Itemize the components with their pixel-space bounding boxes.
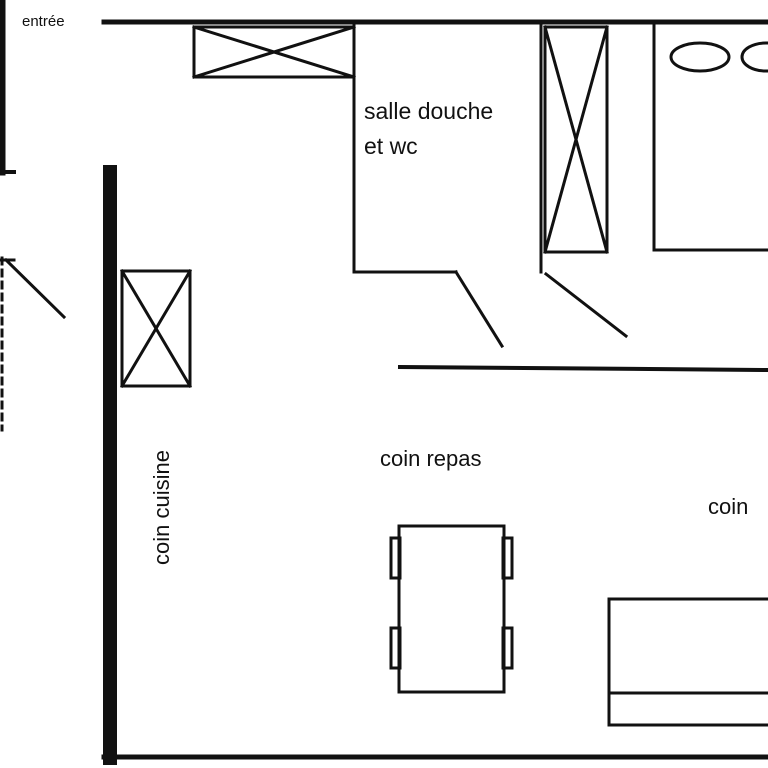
sofa xyxy=(607,597,768,727)
bed xyxy=(652,20,768,252)
entrance-cupboard xyxy=(192,25,356,79)
living-partition xyxy=(397,364,768,373)
entrance-label: entrée xyxy=(22,13,65,30)
pillow-left xyxy=(669,41,731,73)
bedroom-door-swing xyxy=(543,271,629,339)
bathroom-door-swing xyxy=(453,269,505,349)
bathroom-label-line1: salle douche xyxy=(364,98,494,124)
bathroom-label-line2: et wc xyxy=(364,133,418,159)
chair xyxy=(501,536,514,580)
wardrobe xyxy=(543,25,609,254)
living-label: coin xyxy=(708,494,749,519)
chair xyxy=(501,626,514,670)
pillow-right xyxy=(740,41,768,73)
dining-table xyxy=(389,524,514,694)
bathroom-label: salle douche et wc xyxy=(364,94,493,164)
chair xyxy=(389,626,402,670)
left-door-swing xyxy=(3,257,67,320)
chair xyxy=(389,536,402,580)
kitchen-cabinet xyxy=(119,268,193,389)
dining-label: coin repas xyxy=(380,446,482,471)
kitchen-label: coin cuisine xyxy=(149,450,174,565)
